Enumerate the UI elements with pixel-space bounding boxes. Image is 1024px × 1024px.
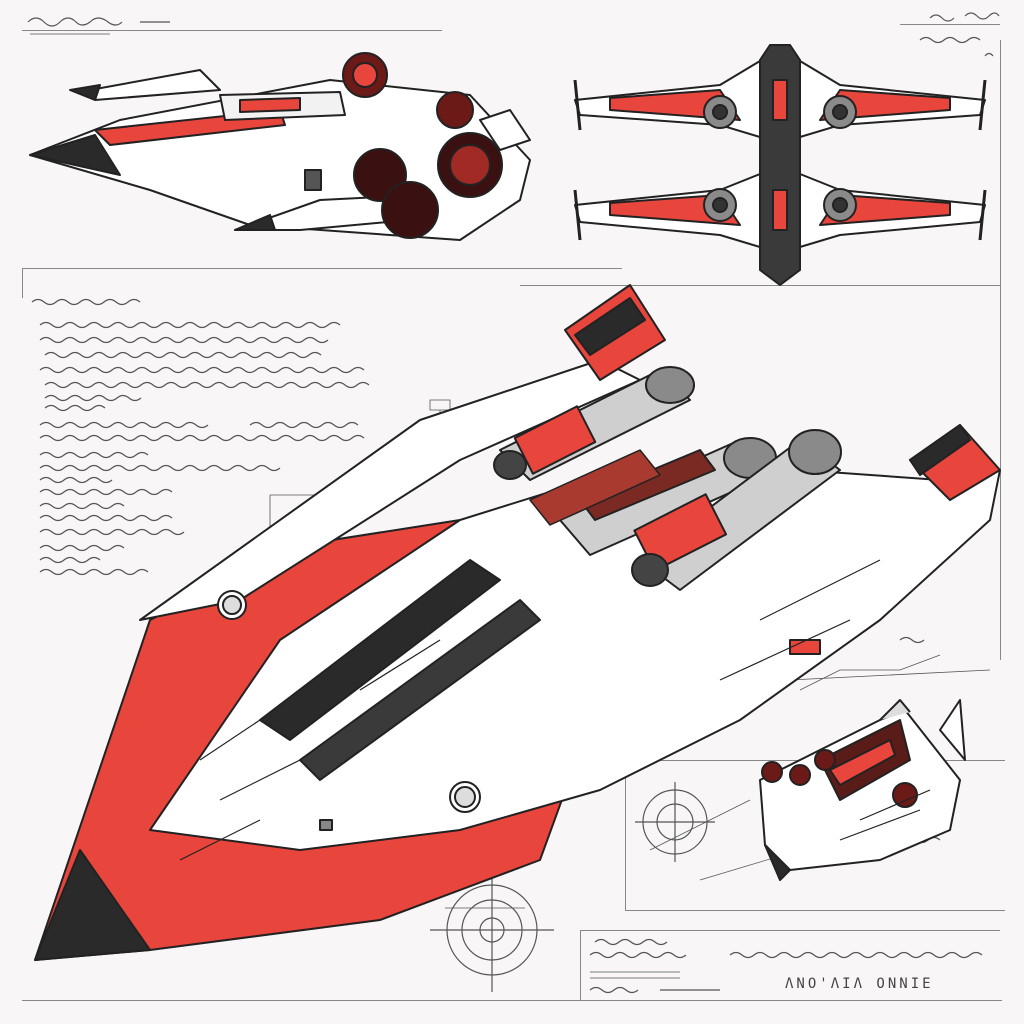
footer-box-top (580, 930, 1000, 931)
footer-label: ΛΝΟ'ΛΙΛ ΟΝΝΙΕ (785, 976, 934, 992)
upper-right-rule (520, 285, 1000, 286)
header-rule (22, 30, 442, 31)
inset-box-left (625, 760, 626, 910)
right-border (1000, 40, 1001, 660)
top-right-rule (900, 24, 1000, 25)
left-border-top (22, 268, 23, 298)
main-perspective-ship (34, 284, 1001, 961)
top-view-ship (573, 44, 987, 286)
inset-box-bottom (625, 910, 1005, 911)
side-view-ship (29, 52, 531, 241)
inset-ship (759, 699, 966, 881)
footer-rule (22, 1000, 1002, 1001)
footer-box-left (580, 930, 581, 1000)
mid-rule (22, 268, 622, 269)
